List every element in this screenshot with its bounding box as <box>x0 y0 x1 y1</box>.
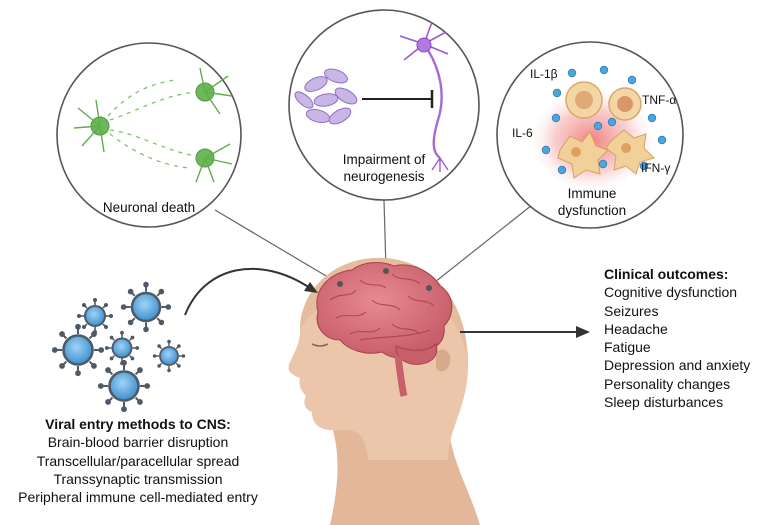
viral-entry-item: Brain-blood barrier disruption <box>47 434 229 451</box>
neurogenesis-label-line2: neurogenesis <box>343 169 425 184</box>
ear-icon <box>436 349 451 372</box>
virus-icon <box>97 359 151 413</box>
virus-icon <box>51 323 105 377</box>
clinical-outcome-item: Fatigue <box>604 339 651 356</box>
immune-label-line2: dysfunction <box>557 203 627 218</box>
neuronal-death-label: Neuronal death <box>102 200 196 215</box>
clinical-outcomes-block: Clinical outcomes: Cognitive dysfunction… <box>604 265 750 411</box>
viral-entry-item: Peripheral immune cell-mediated entry <box>18 489 258 506</box>
panel-neurogenesis <box>288 9 480 201</box>
brain-illustration <box>316 262 453 397</box>
virus-icon <box>77 298 113 334</box>
clinical-outcomes-heading: Clinical outcomes: <box>604 266 729 282</box>
clinical-outcome-item: Personality changes <box>604 375 731 392</box>
viral-entry-heading: Viral entry methods to CNS: <box>45 416 231 432</box>
connector-dot-immune <box>426 285 432 291</box>
viral-entry-block: Viral entry methods to CNS: Brain-blood … <box>0 415 276 506</box>
clinical-outcome-item: Depression and anxiety <box>604 357 751 374</box>
connector-neuronal-death <box>214 209 339 284</box>
connector-dot-neurogenesis <box>383 268 389 274</box>
viral-entry-arrowhead-icon <box>304 282 318 293</box>
cytokine-label-tnfa: TNF-α <box>642 93 677 107</box>
cytokine-label-il1b: IL-1β <box>530 67 558 81</box>
virus-icon <box>120 281 172 333</box>
clinical-outcome-item: Cognitive dysfunction <box>604 284 738 301</box>
panel-immune-dysfunction <box>496 41 684 229</box>
cytokine-label-il6: IL-6 <box>512 126 533 140</box>
closed-eye-icon <box>311 343 329 347</box>
neurogenesis-label-line1: Impairment of <box>342 152 426 167</box>
connector-dot-neuronal-death <box>337 281 343 287</box>
viral-entry-item: Transcellular/paracellular spread <box>36 452 240 469</box>
viral-entry-arrow <box>184 267 311 316</box>
viral-entry-item: Transsynaptic transmission <box>53 470 223 487</box>
panel-neuronal-death <box>56 42 242 228</box>
immune-cells <box>557 81 655 179</box>
virus-particles <box>51 281 186 413</box>
stem-cell-cluster-icon <box>294 68 358 125</box>
virus-icon <box>152 339 186 373</box>
clinical-outcome-item: Headache <box>604 320 668 337</box>
connector-immune <box>429 204 533 287</box>
cytokine-dots <box>541 65 667 175</box>
brainstem <box>394 355 408 397</box>
clinical-outcome-item: Sleep disturbances <box>604 394 724 411</box>
outcome-arrowhead-icon <box>576 326 590 338</box>
clinical-outcome-item: Seizures <box>604 302 659 319</box>
cytokine-label-ifng: IFN-γ <box>641 161 671 175</box>
immune-label-line1: Immune <box>567 186 617 201</box>
virus-icon <box>104 330 140 366</box>
mature-neuron-icon <box>399 21 449 172</box>
